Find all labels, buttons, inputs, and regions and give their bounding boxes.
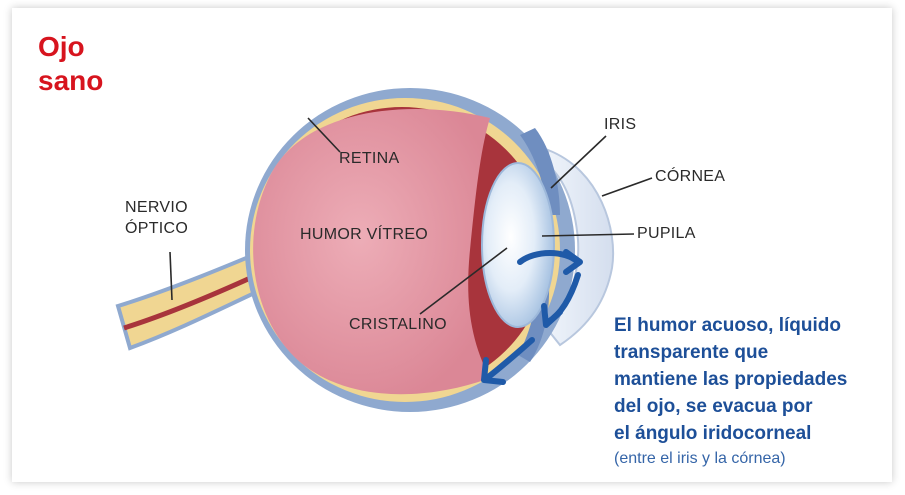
title-line-1: Ojo: [38, 30, 103, 64]
aqueous-humor-note: El humor acuoso, líquido transparente qu…: [614, 312, 847, 471]
note-line-2: transparente que: [614, 339, 847, 366]
lens: [482, 163, 554, 327]
page-title: Ojo sano: [38, 30, 103, 98]
label-nervio-line-2: ÓPTICO: [125, 218, 188, 239]
label-nervio-optico: NERVIO ÓPTICO: [125, 197, 188, 239]
label-humor-vitreo: HUMOR VÍTREO: [300, 224, 428, 245]
note-line-4: del ojo, se evacua por: [614, 393, 847, 420]
label-iris: IRIS: [604, 114, 636, 135]
note-line-1: El humor acuoso, líquido: [614, 312, 847, 339]
title-line-2: sano: [38, 64, 103, 98]
label-cristalino: CRISTALINO: [349, 314, 447, 335]
label-retina: RETINA: [339, 148, 399, 169]
leader-cornea: [602, 178, 652, 196]
note-line-3: mantiene las propiedades: [614, 366, 847, 393]
label-pupila: PUPILA: [637, 223, 696, 244]
label-nervio-line-1: NERVIO: [125, 197, 188, 218]
label-cornea: CÓRNEA: [655, 166, 725, 187]
note-line-6: (entre el iris y la córnea): [614, 447, 847, 471]
note-line-5: el ángulo iridocorneal: [614, 420, 847, 447]
